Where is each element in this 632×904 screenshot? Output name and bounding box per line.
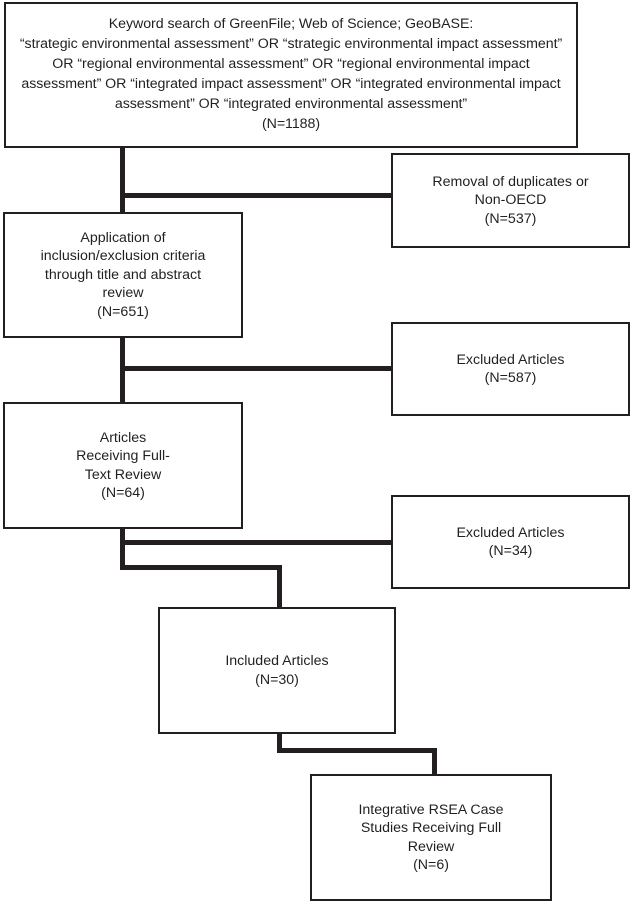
node-included-articles-label: Included Articles (N=30) xyxy=(225,653,329,688)
connector-fulltext-to-included-horizontal xyxy=(120,565,282,570)
node-keyword-search-label: Keyword search of GreenFile; Web of Scie… xyxy=(19,16,563,132)
connector-search-to-criteria xyxy=(120,146,125,214)
connector-fulltext-to-included-vertical xyxy=(277,565,282,609)
node-integrative-rsea-case-studies: Integrative RSEA Case Studies Receiving … xyxy=(310,774,552,901)
node-removal-duplicates-label: Removal of duplicates or Non-OECD (N=537… xyxy=(432,173,589,227)
node-articles-full-text-review-label: Articles Receiving Full- Text Review (N=… xyxy=(76,429,170,501)
connector-branch-to-duplicates xyxy=(120,193,394,198)
node-inclusion-exclusion-criteria: Application of inclusion/exclusion crite… xyxy=(3,212,243,338)
node-excluded-articles-34-label: Excluded Articles (N=34) xyxy=(456,524,565,559)
node-removal-duplicates: Removal of duplicates or Non-OECD (N=537… xyxy=(391,153,630,248)
connector-fulltext-stub xyxy=(120,527,125,570)
connector-included-to-rsea-vertical-upper xyxy=(277,732,282,753)
connector-branch-to-excluded-587 xyxy=(120,366,394,371)
connector-branch-to-excluded-34 xyxy=(120,540,394,545)
connector-included-to-rsea-vertical-lower xyxy=(432,748,437,776)
connector-included-to-rsea-horizontal xyxy=(277,748,437,753)
node-excluded-articles-587: Excluded Articles (N=587) xyxy=(391,322,630,416)
node-articles-full-text-review: Articles Receiving Full- Text Review (N=… xyxy=(3,402,243,529)
node-excluded-articles-587-label: Excluded Articles (N=587) xyxy=(456,351,565,386)
node-inclusion-exclusion-criteria-label: Application of inclusion/exclusion crite… xyxy=(40,229,206,320)
node-included-articles: Included Articles (N=30) xyxy=(158,607,396,734)
node-integrative-rsea-case-studies-label: Integrative RSEA Case Studies Receiving … xyxy=(358,801,504,873)
node-excluded-articles-34: Excluded Articles (N=34) xyxy=(391,495,630,589)
node-keyword-search: Keyword search of GreenFile; Web of Scie… xyxy=(4,2,578,148)
